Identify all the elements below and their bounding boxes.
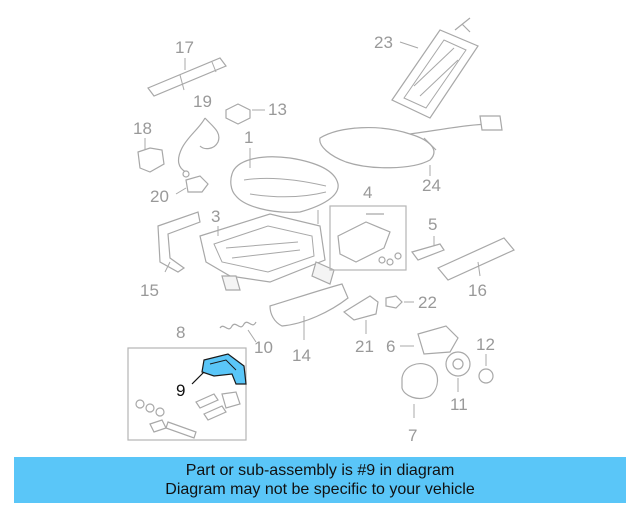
label-5: 5 bbox=[428, 215, 437, 234]
part-4-mechanism bbox=[337, 213, 402, 266]
part-19-cable bbox=[177, 117, 220, 178]
part-22-knob bbox=[385, 295, 414, 309]
label-7: 7 bbox=[408, 426, 417, 445]
part-10-spring bbox=[219, 321, 257, 343]
label-24: 24 bbox=[422, 176, 441, 195]
part-16-trim-rail bbox=[437, 237, 515, 281]
label-4: 4 bbox=[363, 183, 372, 202]
label-9: 9 bbox=[176, 381, 185, 400]
part-14-side-cover bbox=[269, 283, 349, 340]
label-3: 3 bbox=[211, 207, 220, 226]
part-info-banner: Part or sub-assembly is #9 in diagram Di… bbox=[14, 457, 626, 503]
label-12: 12 bbox=[476, 335, 495, 354]
part-9-highlighted-bracket bbox=[191, 353, 247, 385]
banner-line-part: Part or sub-assembly is #9 in diagram bbox=[185, 462, 455, 479]
part-5-trim-piece bbox=[410, 236, 445, 261]
part-12-cap bbox=[478, 354, 494, 384]
part-8-hardware bbox=[135, 391, 241, 439]
label-13: 13 bbox=[268, 100, 287, 119]
part-23-seatback-frame bbox=[391, 17, 479, 119]
label-21: 21 bbox=[355, 337, 374, 356]
part-11-gear bbox=[445, 351, 471, 392]
label-22: 22 bbox=[418, 293, 437, 312]
label-17: 17 bbox=[175, 38, 194, 57]
label-10: 10 bbox=[254, 338, 273, 357]
part-17-trim-strip bbox=[147, 57, 227, 97]
label-16: 16 bbox=[468, 281, 487, 300]
seat-parts-diagram: 17 19 13 18 20 1 2 3 bbox=[127, 17, 515, 445]
label-15: 15 bbox=[140, 281, 159, 300]
label-18: 18 bbox=[133, 119, 152, 138]
part-20-clip bbox=[175, 175, 209, 195]
part-21-lever bbox=[342, 295, 379, 334]
part-3-seat-frame bbox=[199, 213, 335, 291]
label-6: 6 bbox=[386, 337, 395, 356]
part-15-side-panel bbox=[157, 211, 201, 273]
label-20: 20 bbox=[150, 187, 169, 206]
label-1: 1 bbox=[244, 128, 253, 147]
label-23: 23 bbox=[374, 33, 393, 52]
part-8-kit-box bbox=[127, 347, 247, 441]
part-13-clip bbox=[225, 103, 265, 125]
part-4-kit-box bbox=[329, 205, 407, 271]
part-7-actuator bbox=[401, 363, 439, 418]
label-8: 8 bbox=[176, 323, 185, 342]
part-6-motor bbox=[400, 325, 459, 355]
part-1-seat-cushion bbox=[230, 156, 339, 213]
label-11: 11 bbox=[450, 395, 468, 414]
banner-line-disclaimer: Diagram may not be specific to your vehi… bbox=[165, 481, 475, 498]
part-24-seatback-pad bbox=[319, 115, 503, 169]
label-14: 14 bbox=[292, 346, 311, 365]
part-18-bracket bbox=[137, 138, 165, 173]
label-19: 19 bbox=[193, 92, 212, 111]
